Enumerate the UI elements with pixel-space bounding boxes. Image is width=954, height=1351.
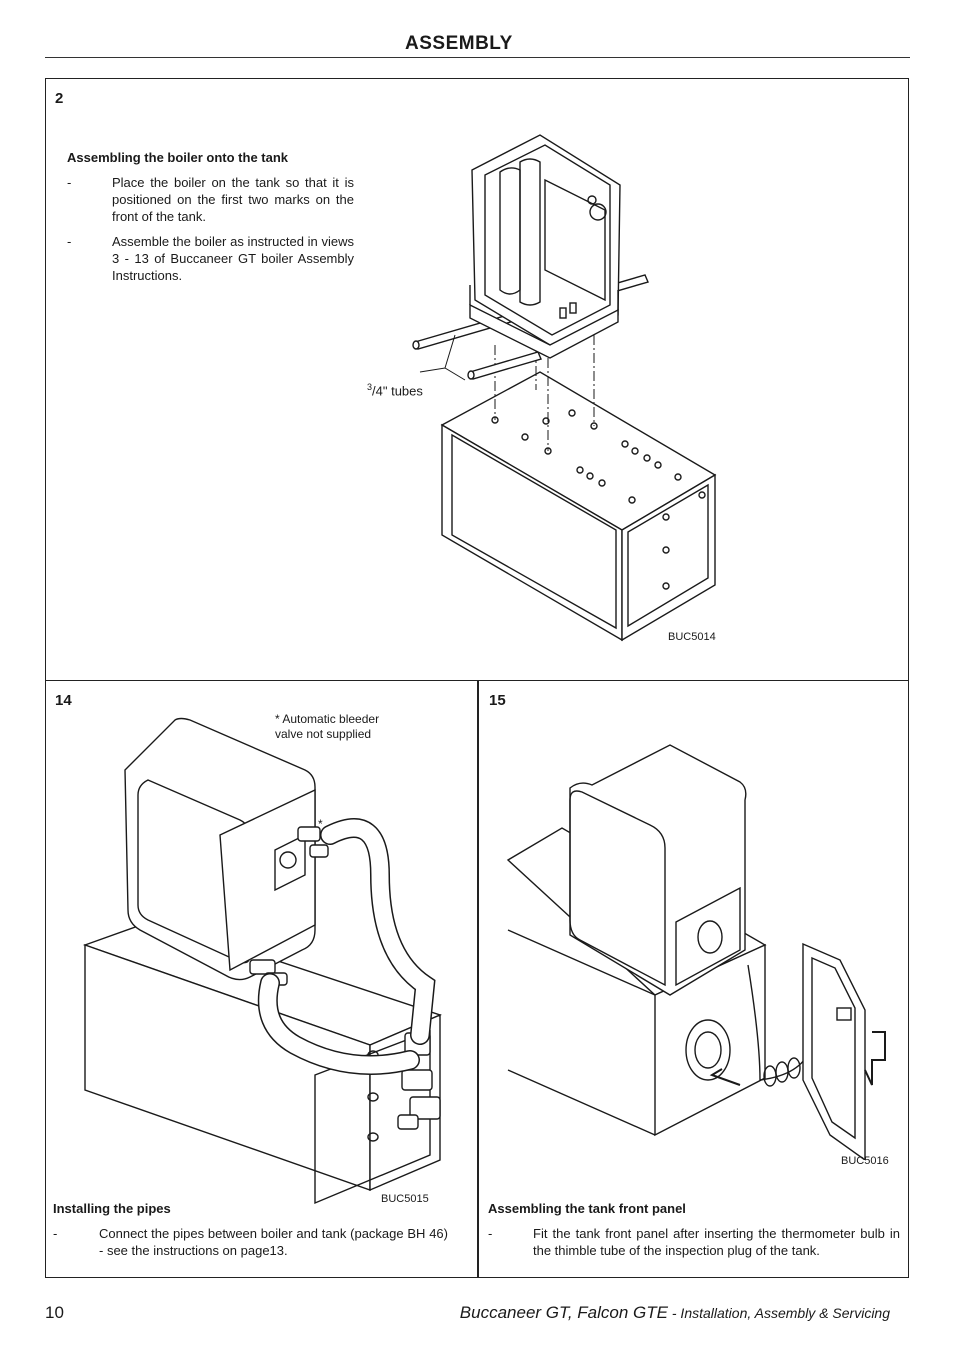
pipes-installation-illustration	[82, 717, 442, 1205]
section-15-number: 15	[489, 692, 506, 709]
bullet-text: Fit the tank front panel after inserting…	[533, 1226, 900, 1258]
bullet-dash: -	[67, 175, 72, 190]
figure-code-15: BUC5016	[841, 1155, 889, 1167]
footer-product-name: Buccaneer GT, Falcon GTE	[459, 1303, 668, 1322]
section-15-bullet-1: - Fit the tank front panel after inserti…	[488, 1225, 900, 1261]
section-2-bullet-2: - Assemble the boiler as instructed in v…	[67, 233, 355, 287]
footer-title: Buccaneer GT, Falcon GTE - Installation,…	[460, 1303, 890, 1323]
section-2-number: 2	[55, 90, 64, 107]
section-14-number: 14	[55, 692, 72, 709]
section-2-bullet-1: - Place the boiler on the tank so that i…	[67, 174, 355, 228]
page-number: 10	[45, 1303, 64, 1322]
bullet-dash: -	[53, 1226, 58, 1241]
tank-front-panel-illustration	[506, 744, 886, 1160]
bullet-dash: -	[488, 1226, 493, 1241]
bleeder-marker: *	[318, 817, 323, 831]
bullet-dash: -	[67, 234, 72, 249]
figure-code-2: BUC5014	[668, 631, 716, 643]
bullet-text: Assemble the boiler as instructed in vie…	[112, 234, 354, 283]
footer-subtitle: - Installation, Assembly & Servicing	[667, 1305, 890, 1321]
tubes-label: 3/4" tubes	[367, 380, 423, 398]
boiler-drawing	[469, 134, 621, 359]
section-15-title: Assembling the tank front panel	[488, 1201, 686, 1216]
tubes-label-fraction: 3	[367, 382, 373, 392]
page-title: ASSEMBLY	[405, 33, 513, 54]
bullet-text: Connect the pipes between boiler and tan…	[99, 1226, 448, 1258]
tank-drawing	[440, 371, 717, 642]
boiler-on-tank-illustration	[412, 134, 717, 642]
section-14-bullet-1: - Connect the pipes between boiler and t…	[53, 1225, 448, 1261]
bleeder-valve-note: * Automatic bleeder valve not supplied	[275, 712, 380, 741]
tubes-label-text: /4" tubes	[372, 383, 423, 399]
section-2-title: Assembling the boiler onto the tank	[67, 150, 289, 165]
vertical-divider	[477, 680, 479, 1278]
section-14-title: Installing the pipes	[53, 1201, 171, 1216]
figure-code-14: BUC5015	[381, 1193, 429, 1205]
header-rule	[45, 57, 910, 58]
bullet-text: Place the boiler on the tank so that it …	[112, 175, 354, 224]
